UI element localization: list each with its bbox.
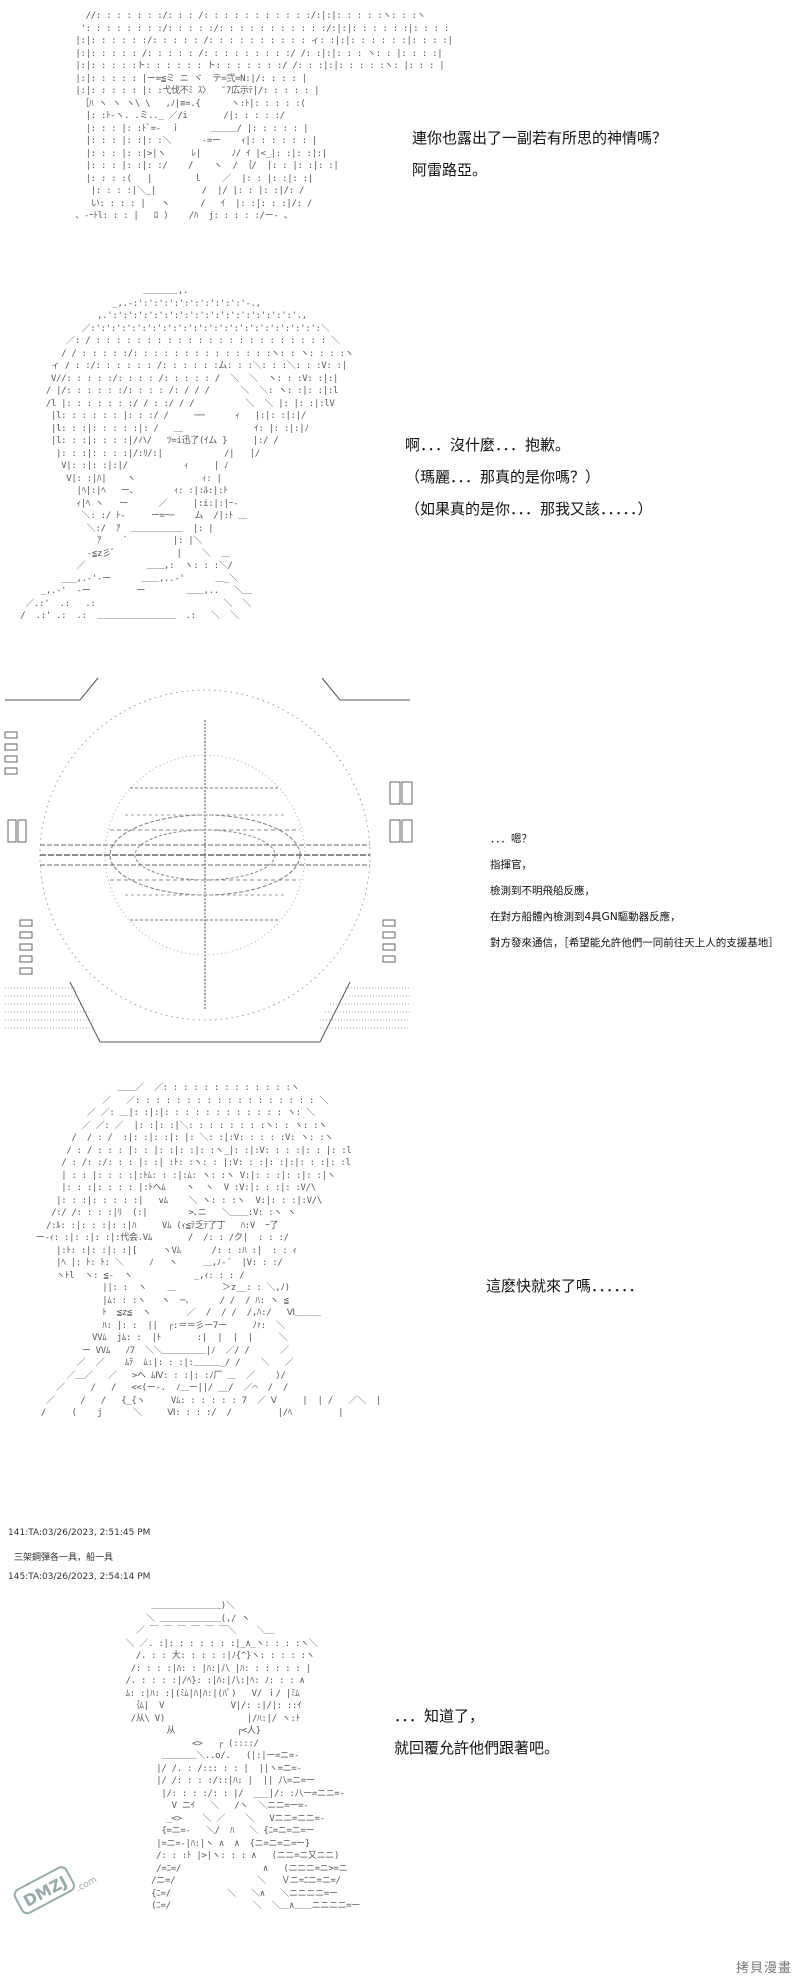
dialogue-line: 指揮官， <box>490 859 532 871</box>
dialogue-line: ．．．嗯？ <box>490 833 532 845</box>
panel-1: //: : : : : : :/: : : /: : : : : : : : :… <box>75 11 668 221</box>
dialogue-line: 檢測到不明飛船反應， <box>490 885 595 897</box>
dmzj-logo-watermark: DMZJ .com <box>13 1866 99 1915</box>
dialogue-line: （如果真的是你．．．那我又該．．．．．） <box>405 500 653 518</box>
corner-watermark: 拷貝漫畫 <box>735 1961 792 1976</box>
dialogue-line: 對方發來通信，［希望能允許他們一同前往天上人的支援基地］ <box>490 937 779 949</box>
panel-5: ＿＿＿＿＿＿＿＿)＼ ＼ ＿＿＿＿＿＿＿(,/ ヽ ／ ￣ ￣ ￣ ￣ ￣ ￣＼… <box>125 1601 560 1911</box>
dialogue-line: 在對方船體內檢測到4具GN驅動器反應， <box>490 911 681 923</box>
dialogue-line: 這麽快就來了嗎．．．．．． <box>486 1277 644 1295</box>
dialogue-line: （瑪麗．．．那真的是你嗎？） <box>405 468 601 486</box>
post-header-141: 141:TA:03/26/2023, 2:51:45 PM <box>8 1528 151 1538</box>
dialogue-line: ．．．知道了， <box>394 1707 485 1725</box>
dialogue-panel-2: 啊．．．沒什麼．．．抱歉。 （瑪麗．．．那真的是你嗎？） （如果真的是你．．．那… <box>405 429 653 525</box>
dialogue-panel-4: 這麽快就來了嗎．．．．．． <box>486 1270 644 1302</box>
radar-display <box>4 677 413 1043</box>
panel-2: ＿＿＿＿,. _,.-:':':':':':':':':':':'-., ,.'… <box>20 286 653 621</box>
post-header-145: 145:TA:03/26/2023, 2:54:14 PM <box>8 1572 151 1582</box>
dialogue-panel-5: ．．．知道了， 就回覆允許他們跟著吧。 <box>394 1700 559 1764</box>
panel-4: ＿＿／ ／: : : : : : : : : : : : :ヽ ／ ／: : :… <box>35 1083 644 1418</box>
dialogue-line: 啊．．．沒什麼．．．抱歉。 <box>405 436 571 454</box>
dialogue-line: 就回覆允許他們跟著吧。 <box>394 1739 560 1757</box>
dialogue-line: 阿雷路亞。 <box>412 161 488 179</box>
dialogue-panel-3: ．．．嗯？ 指揮官， 檢測到不明飛船反應， 在對方船體內檢測到4具GN驅動器反應… <box>490 826 779 956</box>
logo-sub-text: .com <box>75 1875 99 1894</box>
panel-3: ．．．嗯？ 指揮官， 檢測到不明飛船反應， 在對方船體內檢測到4具GN驅動器反應… <box>0 670 800 1070</box>
dialogue-panel-1: 連你也露出了一副若有所思的神情嗎？ 阿雷路亞。 <box>412 122 667 186</box>
dialogue-line: 連你也露出了一副若有所思的神情嗎？ <box>412 129 668 147</box>
post-body-141: 三架鋼彈各一具，船一具 <box>14 1553 114 1563</box>
